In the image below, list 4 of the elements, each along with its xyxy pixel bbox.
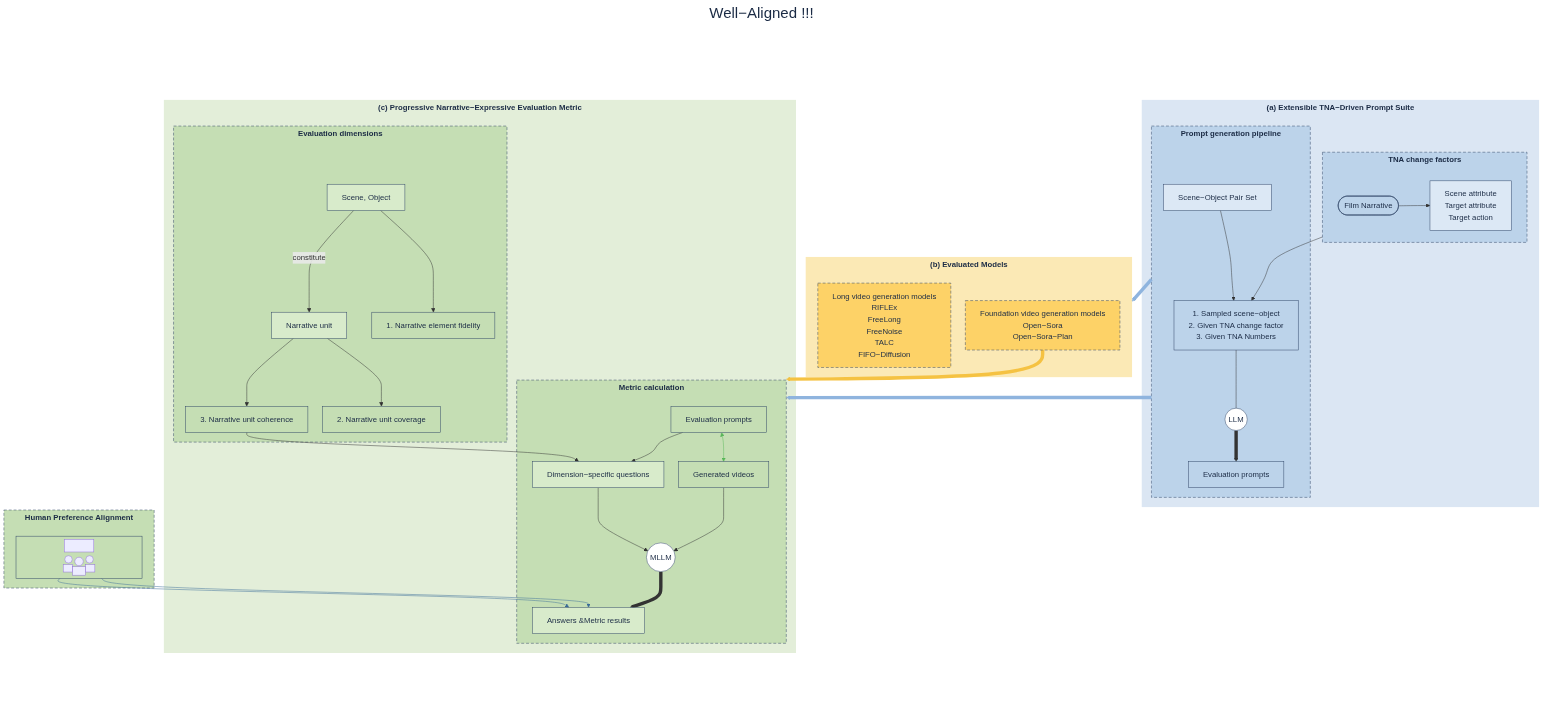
arrow [786,395,1152,400]
arrow [1233,430,1239,462]
arrow [1131,277,1153,302]
note-text: Well−Aligned !!! [709,4,814,21]
